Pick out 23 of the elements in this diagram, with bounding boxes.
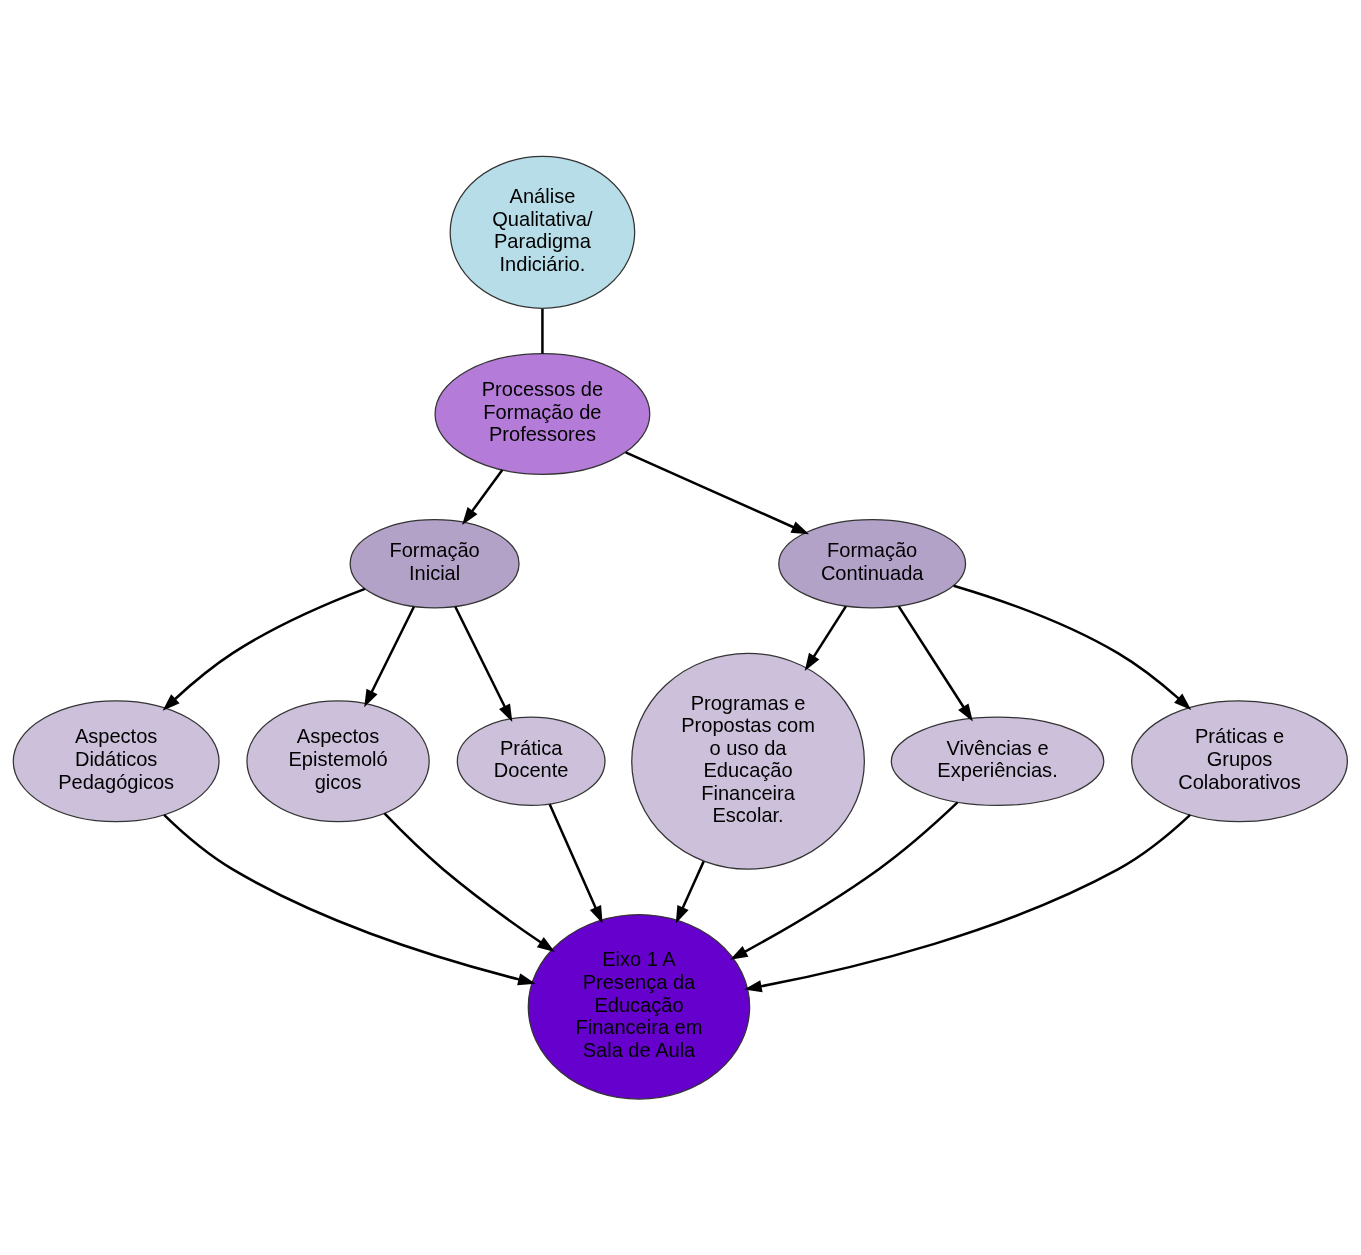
arrow bbox=[744, 814, 1191, 993]
node-ellipse: Formação Inicial bbox=[349, 518, 520, 609]
arrow bbox=[804, 605, 847, 671]
arrow bbox=[383, 812, 555, 953]
connector bbox=[541, 308, 544, 354]
arrow bbox=[897, 605, 973, 722]
arrow bbox=[454, 606, 513, 722]
arrow bbox=[675, 860, 705, 924]
node-ellipse: Prática Docente bbox=[456, 716, 606, 807]
arrow bbox=[730, 801, 959, 960]
node-ellipse: Aspectos Didáticos Pedagógicos bbox=[12, 700, 220, 823]
arrow bbox=[548, 803, 603, 924]
arrow bbox=[162, 587, 366, 711]
node-ellipse: Vivências e Experiências. bbox=[890, 716, 1105, 807]
arrow bbox=[625, 451, 810, 535]
node-ellipse: Processos de Formação de Professores bbox=[434, 352, 651, 475]
arrow bbox=[953, 584, 1192, 710]
node-ellipse: Práticas e Grupos Colaborativos bbox=[1131, 700, 1348, 823]
node-ellipse: Análise Qualitativa/ Paradigma Indiciário. bbox=[449, 155, 636, 309]
node-ellipse: Aspectos Epistemoló gicos bbox=[246, 700, 430, 823]
arrow bbox=[364, 606, 416, 708]
arrow bbox=[462, 469, 504, 525]
arrow bbox=[163, 814, 536, 986]
